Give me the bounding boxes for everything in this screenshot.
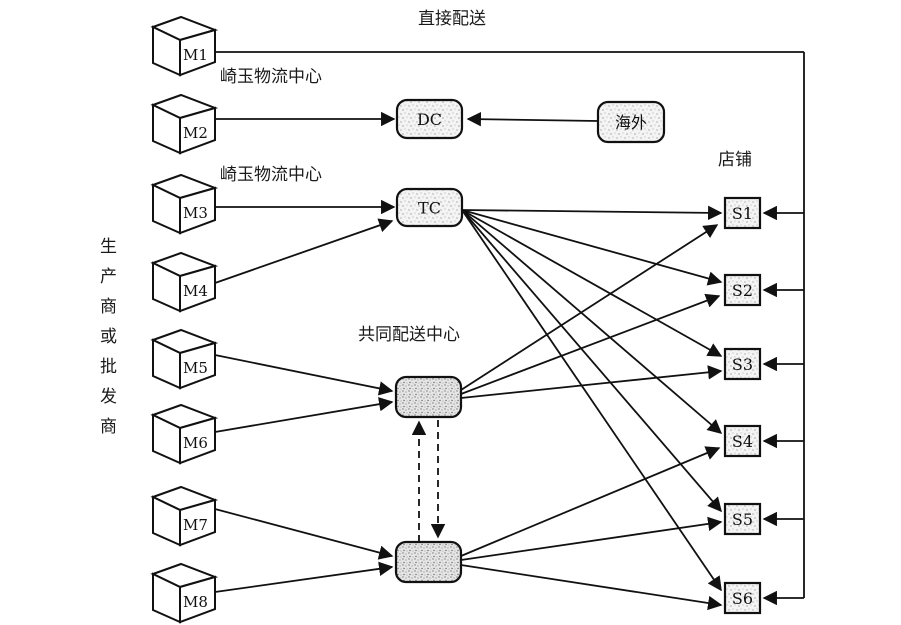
store-box xyxy=(723,581,762,615)
edge-m5-joint1 xyxy=(214,354,394,396)
edge-joint1-s2 xyxy=(460,293,721,395)
cube-front xyxy=(179,106,216,155)
manufacturer-m2: M2 xyxy=(150,93,219,155)
manufacturer-label: M2 xyxy=(183,124,208,142)
manufacturer-m3: M3 xyxy=(150,173,219,235)
tc-node: TC xyxy=(395,187,464,228)
cube-front xyxy=(179,575,216,624)
manufacturer-label: M6 xyxy=(183,434,208,452)
saitama-center-label-2: 崎玉物流中心 xyxy=(220,165,322,185)
edge-tc-s5 xyxy=(461,209,722,513)
manufacturer-label: M8 xyxy=(183,593,208,611)
dc-node-label: DC xyxy=(417,110,442,129)
dc-node: DC xyxy=(395,98,464,140)
manufacturer-m8: M8 xyxy=(150,562,219,624)
store-box xyxy=(723,424,762,458)
store-s5: S5 xyxy=(723,502,762,536)
edge-tc-s1 xyxy=(461,205,723,221)
edge-joint1-s3 xyxy=(460,365,723,399)
tc-node-box xyxy=(395,187,464,228)
tc-node-label: TC xyxy=(418,199,441,218)
joint-center-1 xyxy=(394,375,463,419)
manufacturer-label: M7 xyxy=(183,516,208,534)
direct-delivery-label: 直接配送 xyxy=(418,9,486,29)
dc-node-box xyxy=(395,98,464,140)
store-label: S1 xyxy=(732,204,753,223)
producers-label: 生产商或批发商 xyxy=(100,237,117,437)
store-box xyxy=(723,196,762,230)
manufacturer-m4: M4 xyxy=(150,251,219,313)
saitama-center-label-1: 崎玉物流中心 xyxy=(220,67,322,87)
store-s3: S3 xyxy=(723,347,762,381)
manufacturer-label: M5 xyxy=(183,359,208,377)
store-s4: S4 xyxy=(723,424,762,458)
joint-center-2-box xyxy=(394,540,463,584)
cube-front xyxy=(179,264,216,313)
edge-m4-tc xyxy=(214,218,394,284)
overseas-node-label: 海外 xyxy=(615,113,647,132)
edge-m6-joint1 xyxy=(214,397,394,433)
store-label: S5 xyxy=(732,510,753,529)
store-box xyxy=(723,502,762,536)
edge-m7-joint2 xyxy=(214,508,394,560)
cube-front xyxy=(179,341,216,390)
edge-joint2-s5 xyxy=(460,516,723,561)
cube-front xyxy=(179,186,216,235)
store-label: S6 xyxy=(732,589,753,608)
store-label: S3 xyxy=(732,355,753,374)
edge-tc-s3 xyxy=(461,209,723,357)
store-label: S2 xyxy=(732,281,753,300)
edge-joint2-s4 xyxy=(460,446,721,557)
manufacturer-m1: M1 xyxy=(150,15,219,77)
edge-tc-s4 xyxy=(461,209,723,434)
edge-tc-s2 xyxy=(461,209,723,286)
edge-joint2-s6 xyxy=(460,564,723,611)
store-box xyxy=(723,273,762,307)
store-box xyxy=(723,347,762,381)
stores-label: 店铺 xyxy=(718,150,752,170)
manufacturer-label: M3 xyxy=(183,204,208,222)
overseas-node-box xyxy=(596,100,666,144)
manufacturer-m6: M6 xyxy=(150,403,219,465)
manufacturer-label: M1 xyxy=(183,46,208,64)
edge-joint1-s1 xyxy=(460,224,719,391)
store-s1: S1 xyxy=(723,196,762,230)
overseas-node: 海外 xyxy=(596,100,666,144)
edges xyxy=(214,51,805,611)
manufacturer-m7: M7 xyxy=(150,485,219,547)
edge-m8-joint2 xyxy=(214,561,394,593)
joint-center-1-box xyxy=(394,375,463,419)
store-s2: S2 xyxy=(723,273,762,307)
cube-front xyxy=(179,28,216,77)
joint-center-2 xyxy=(394,540,463,584)
manufacturer-m5: M5 xyxy=(150,328,219,390)
cube-front xyxy=(179,498,216,547)
edge-tc-s6 xyxy=(461,209,722,592)
edge-overseas-dc xyxy=(466,112,599,127)
store-s6: S6 xyxy=(723,581,762,615)
cube-front xyxy=(179,416,216,465)
manufacturer-label: M4 xyxy=(183,282,208,300)
joint-center-label: 共同配送中心 xyxy=(358,325,460,345)
store-label: S4 xyxy=(732,432,753,451)
